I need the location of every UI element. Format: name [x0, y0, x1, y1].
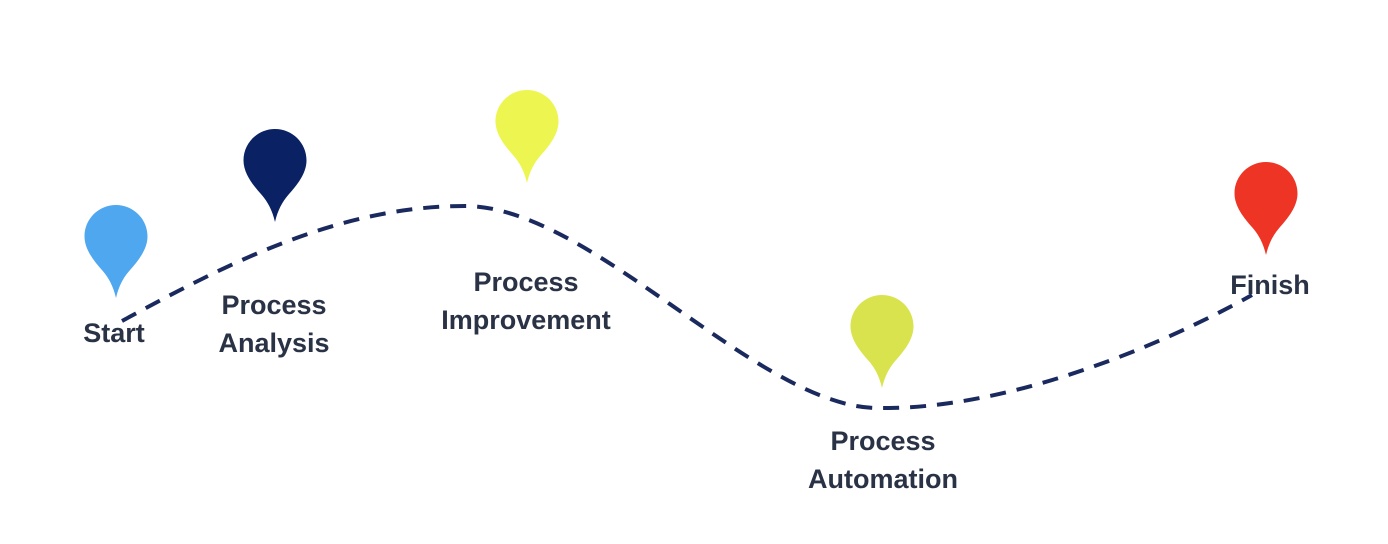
- dashed-route-path: [121, 203, 1253, 411]
- start-pin-icon: [84, 204, 148, 299]
- start-pin-shape: [84, 205, 148, 298]
- finish-pin-shape: [1234, 162, 1298, 255]
- process-improvement-pin-icon: [495, 89, 559, 184]
- milestone-label-process-analysis: Process Analysis: [218, 290, 330, 358]
- process-improvement-pin-shape: [495, 90, 559, 183]
- milestone-label-process-automation: Process Automation: [808, 426, 958, 494]
- process-analysis-pin-icon: [243, 128, 307, 223]
- process-automation-pin-icon: [850, 294, 914, 389]
- process-analysis-pin-shape: [243, 129, 307, 222]
- milestone-label-finish: Finish: [1230, 270, 1310, 300]
- milestone-label-process-improvement: Process Improvement: [441, 267, 611, 335]
- process-automation-pin-shape: [850, 295, 914, 388]
- milestone-label-start: Start: [83, 318, 145, 348]
- finish-pin-icon: [1234, 161, 1298, 256]
